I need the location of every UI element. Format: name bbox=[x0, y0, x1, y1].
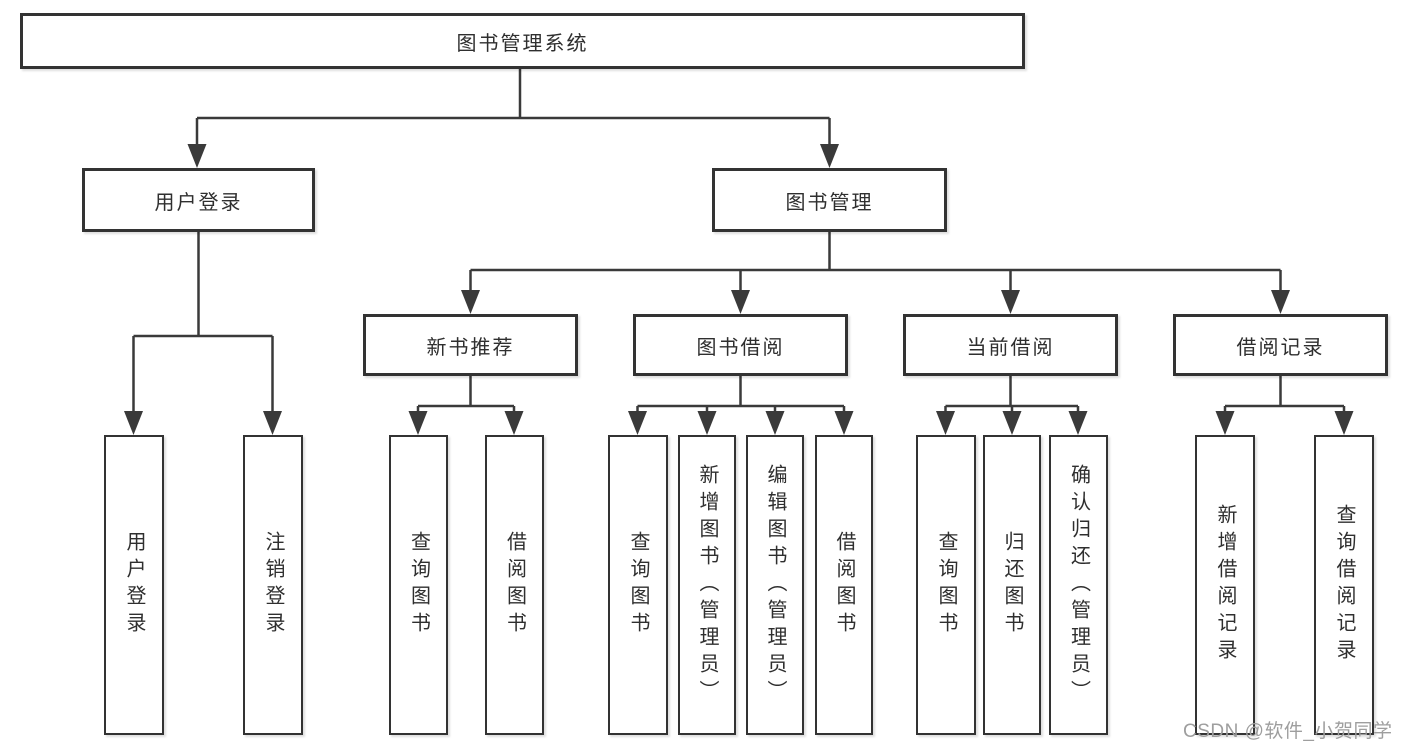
arrowhead-icon bbox=[1002, 411, 1022, 435]
arrowhead-icon bbox=[628, 411, 647, 435]
leaf-current-confirm-return-admin: 确认归还（管理员） bbox=[1049, 435, 1108, 735]
arrowhead-icon bbox=[504, 411, 524, 435]
arrowhead-icon bbox=[1271, 290, 1290, 314]
leaf-records-add-borrow-record: 新增借阅记录 bbox=[1195, 435, 1255, 735]
leaf-borrow-add-books-admin: 新增图书（管理员） bbox=[678, 435, 736, 735]
leaf-borrow-edit-books-admin: 编辑图书（管理员） bbox=[746, 435, 804, 735]
arrowhead-icon bbox=[936, 411, 955, 435]
node-user-login: 用户登录 bbox=[82, 168, 315, 232]
arrowhead-icon bbox=[1068, 411, 1088, 435]
arrowhead-icon bbox=[1001, 290, 1020, 314]
node-book-management: 图书管理 bbox=[712, 168, 947, 232]
leaf-logout: 注销登录 bbox=[243, 435, 303, 735]
node-book-borrowing: 图书借阅 bbox=[633, 314, 848, 376]
node-current-borrowing: 当前借阅 bbox=[903, 314, 1118, 376]
arrowhead-icon bbox=[834, 411, 854, 435]
leaf-recommend-borrow-books: 借阅图书 bbox=[485, 435, 544, 735]
arrowhead-icon bbox=[124, 411, 143, 435]
arrowhead-icon bbox=[820, 144, 839, 168]
watermark: CSDN @软件_小贺同学 bbox=[1183, 721, 1393, 742]
leaf-current-query-books: 查询图书 bbox=[916, 435, 976, 735]
arrowhead-icon bbox=[187, 144, 207, 168]
node-root: 图书管理系统 bbox=[20, 13, 1025, 69]
arrowhead-icon bbox=[408, 411, 428, 435]
leaf-user-login: 用户登录 bbox=[104, 435, 164, 735]
arrowhead-icon bbox=[697, 411, 717, 435]
arrowhead-icon bbox=[263, 411, 282, 435]
leaf-borrow-borrow-books: 借阅图书 bbox=[815, 435, 873, 735]
leaf-records-query-borrow-record: 查询借阅记录 bbox=[1314, 435, 1374, 735]
arrowhead-icon bbox=[731, 290, 750, 314]
leaf-recommend-query-books: 查询图书 bbox=[389, 435, 448, 735]
leaf-borrow-query-books: 查询图书 bbox=[608, 435, 668, 735]
node-new-book-recommendation: 新书推荐 bbox=[363, 314, 578, 376]
arrowhead-icon bbox=[1334, 411, 1354, 435]
arrowhead-icon bbox=[461, 290, 480, 314]
leaf-current-return-books: 归还图书 bbox=[983, 435, 1041, 735]
arrowhead-icon bbox=[765, 411, 785, 435]
node-borrowing-records: 借阅记录 bbox=[1173, 314, 1388, 376]
arrowhead-icon bbox=[1215, 411, 1235, 435]
